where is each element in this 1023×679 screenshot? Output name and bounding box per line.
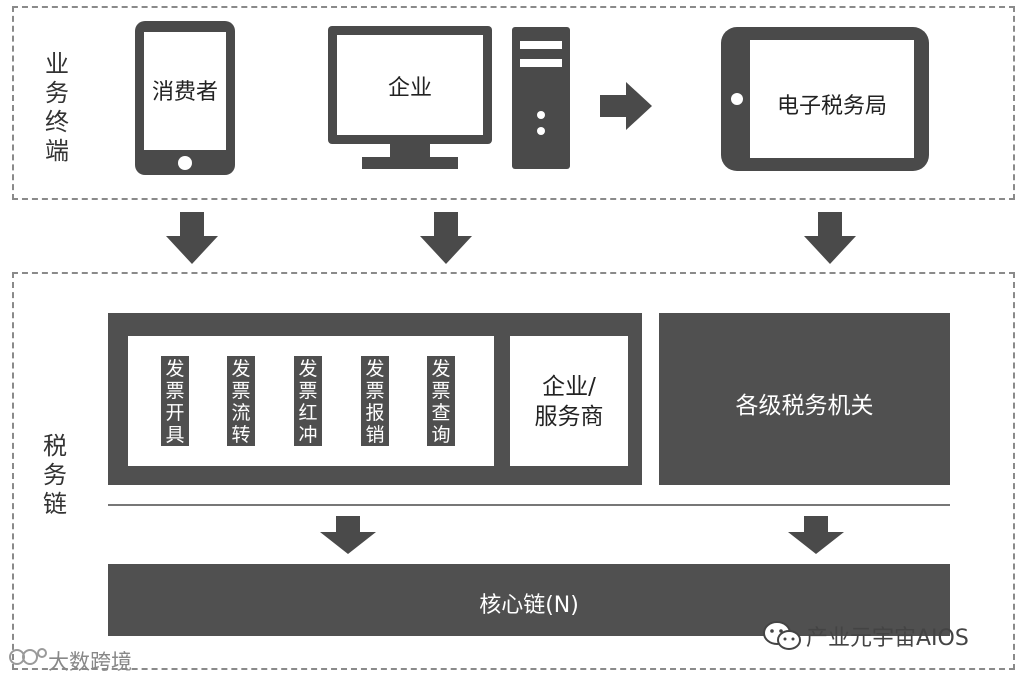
function-invoice-query: 发票查询 xyxy=(427,356,455,446)
business-terminal-label: 业务终端 xyxy=(45,50,69,165)
computer-tower-icon xyxy=(512,27,570,169)
watermark-bottom-right: 产业元宇宙AIOS xyxy=(806,626,969,651)
arrow-down-icon xyxy=(166,212,218,268)
arrow-down-icon xyxy=(420,212,472,268)
tax-authorities-label: 各级税务机关 xyxy=(735,393,874,419)
tax-authorities-box xyxy=(659,313,950,485)
tablet-icon xyxy=(720,26,930,172)
arrow-down-icon xyxy=(788,516,844,558)
function-invoice-circulation: 发票流转 xyxy=(227,356,255,446)
arrow-down-icon xyxy=(804,212,856,268)
brand-logo xyxy=(8,646,48,668)
arrow-right-icon xyxy=(600,82,652,130)
function-invoice-issue: 发票开具 xyxy=(161,356,189,446)
watermark-bottom-left: 大数跨境 xyxy=(48,650,132,674)
smartphone-icon xyxy=(134,20,236,176)
enterprise-label: 企业 xyxy=(387,76,432,101)
enterprise-provider-label: 企业/ 服务商 xyxy=(534,374,604,430)
wechat-icon xyxy=(762,620,802,652)
arrow-down-icon xyxy=(320,516,376,558)
consumer-label: 消费者 xyxy=(151,80,218,105)
business-terminal-section xyxy=(12,6,1015,200)
enterprise-provider-box xyxy=(510,336,628,466)
function-invoice-red-offset: 发票红冲 xyxy=(294,356,322,446)
divider-line xyxy=(108,504,950,506)
core-chain-bar xyxy=(108,564,950,636)
tax-bureau-label: 电子税务局 xyxy=(776,94,887,119)
monitor-icon xyxy=(328,26,492,170)
core-chain-label: 核心链(N) xyxy=(479,593,579,618)
tax-chain-section xyxy=(12,272,1015,670)
tax-chain-label: 税务链 xyxy=(43,432,67,518)
function-invoice-reimbursement: 发票报销 xyxy=(361,356,389,446)
